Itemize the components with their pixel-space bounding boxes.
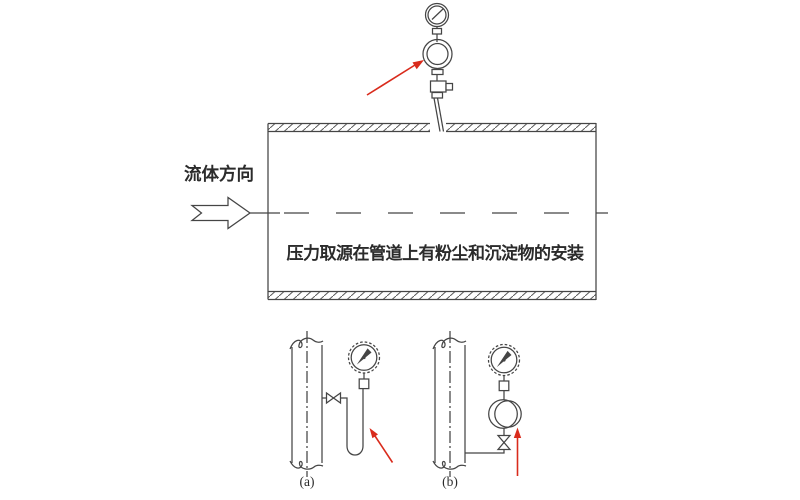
gauge-stem-fitting xyxy=(358,378,370,390)
pipe-b-top-break xyxy=(432,337,467,350)
top-tap-assembly xyxy=(422,2,454,132)
pipe-caption: 压力取源在管道上有粉尘和沉淀物的安装 xyxy=(286,244,585,263)
pipe-a-top-break xyxy=(289,337,324,350)
tap-valve-icon xyxy=(496,434,512,451)
sub-figure-a xyxy=(289,331,394,477)
flow-direction-arrow-icon xyxy=(190,196,252,230)
sub-figure-b-label: (b) xyxy=(442,474,458,489)
shutoff-valve-icon xyxy=(429,80,454,99)
tap-valve-icon xyxy=(325,391,342,405)
sub-figure-b xyxy=(432,331,522,477)
gauge-needle xyxy=(431,8,444,20)
tapping-tube xyxy=(433,97,445,132)
gauge-stem-fitting xyxy=(498,380,510,392)
pressure-gauge-icon xyxy=(347,341,381,374)
flow-direction-label: 流体方向 xyxy=(184,164,254,184)
pressure-gauge-icon xyxy=(424,2,450,28)
u-siphon-icon xyxy=(340,388,364,456)
annotation-arrow-a xyxy=(369,428,394,463)
main-pipe xyxy=(250,122,608,301)
pipe-fitting xyxy=(431,68,444,76)
sub-figure-a-label: (a) xyxy=(299,474,315,489)
siphon-ring-icon xyxy=(422,38,453,70)
pressure-gauge-icon xyxy=(487,343,521,377)
siphon-ring-icon xyxy=(488,399,522,429)
pipe-a-bottom-break xyxy=(289,460,324,470)
pipe-bottom-wall xyxy=(268,291,596,300)
annotation-arrow-b xyxy=(513,427,522,476)
gauge-stem-fitting xyxy=(431,27,443,35)
pipe-b-bottom-break xyxy=(432,460,467,470)
annotation-arrow-top xyxy=(366,60,424,96)
